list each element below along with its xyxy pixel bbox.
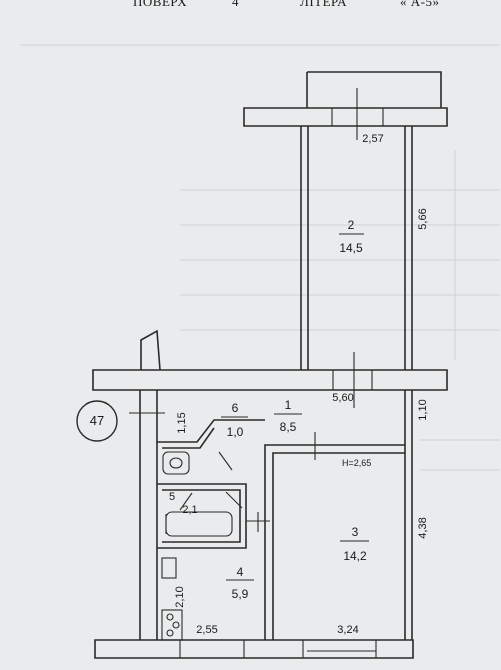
plan-header: ПОВЕРХ 4 ЛІТЕРА « А-5» bbox=[0, 0, 501, 14]
corridor-width-dim: 5,60 bbox=[332, 392, 353, 404]
dimension-labels: 2,57 5,66 5,60 1,15 1,10 4,38 3,24 2,55 … bbox=[174, 133, 429, 636]
room-3-length-dim: 4,38 bbox=[417, 517, 429, 538]
room-6-area: 1,0 bbox=[227, 425, 244, 439]
room-5-area: 2,1 bbox=[182, 504, 197, 516]
floor-number: 4 bbox=[232, 0, 239, 9]
right-gap-dim: 1,10 bbox=[417, 399, 429, 420]
room-3-width-dim: 3,24 bbox=[337, 624, 358, 636]
room-4-area: 5,9 bbox=[232, 587, 249, 601]
room-1-number: 1 bbox=[285, 398, 292, 412]
apartment-number-circle bbox=[76, 400, 118, 442]
floor-label: ПОВЕРХ bbox=[133, 0, 188, 9]
ceiling-height: Н=2,65 bbox=[342, 458, 371, 468]
main-wall-band bbox=[92, 329, 448, 408]
room-4-number: 4 bbox=[237, 565, 244, 579]
room-2-number: 2 bbox=[348, 218, 355, 232]
kitchen-length-dim: 2,10 bbox=[174, 586, 186, 607]
room-5-number: 5 bbox=[169, 491, 175, 503]
room-labels: 2 14,5 1 8,5 6 1,0 3 14,2 4 5,9 5 2,1 47 bbox=[90, 218, 369, 601]
room-2-walls bbox=[243, 71, 448, 370]
left-gap-dim: 1,15 bbox=[176, 412, 188, 433]
room-3-area: 14,2 bbox=[343, 549, 367, 563]
room-2-area: 14,5 bbox=[339, 241, 363, 255]
lower-walls bbox=[94, 390, 414, 659]
room-1-area: 8,5 bbox=[280, 420, 297, 434]
room-3-number: 3 bbox=[352, 525, 359, 539]
balcony-width-dim: 2,57 bbox=[362, 133, 383, 145]
letter-label: ЛІТЕРА bbox=[300, 0, 347, 9]
room-2-length-dim: 5,66 bbox=[417, 208, 429, 229]
apartment-number: 47 bbox=[90, 413, 104, 428]
kitchen-width-dim: 2,55 bbox=[196, 624, 217, 636]
letter-value: « А-5» bbox=[400, 0, 440, 9]
background-grid bbox=[20, 44, 500, 471]
room-6-number: 6 bbox=[232, 401, 239, 415]
